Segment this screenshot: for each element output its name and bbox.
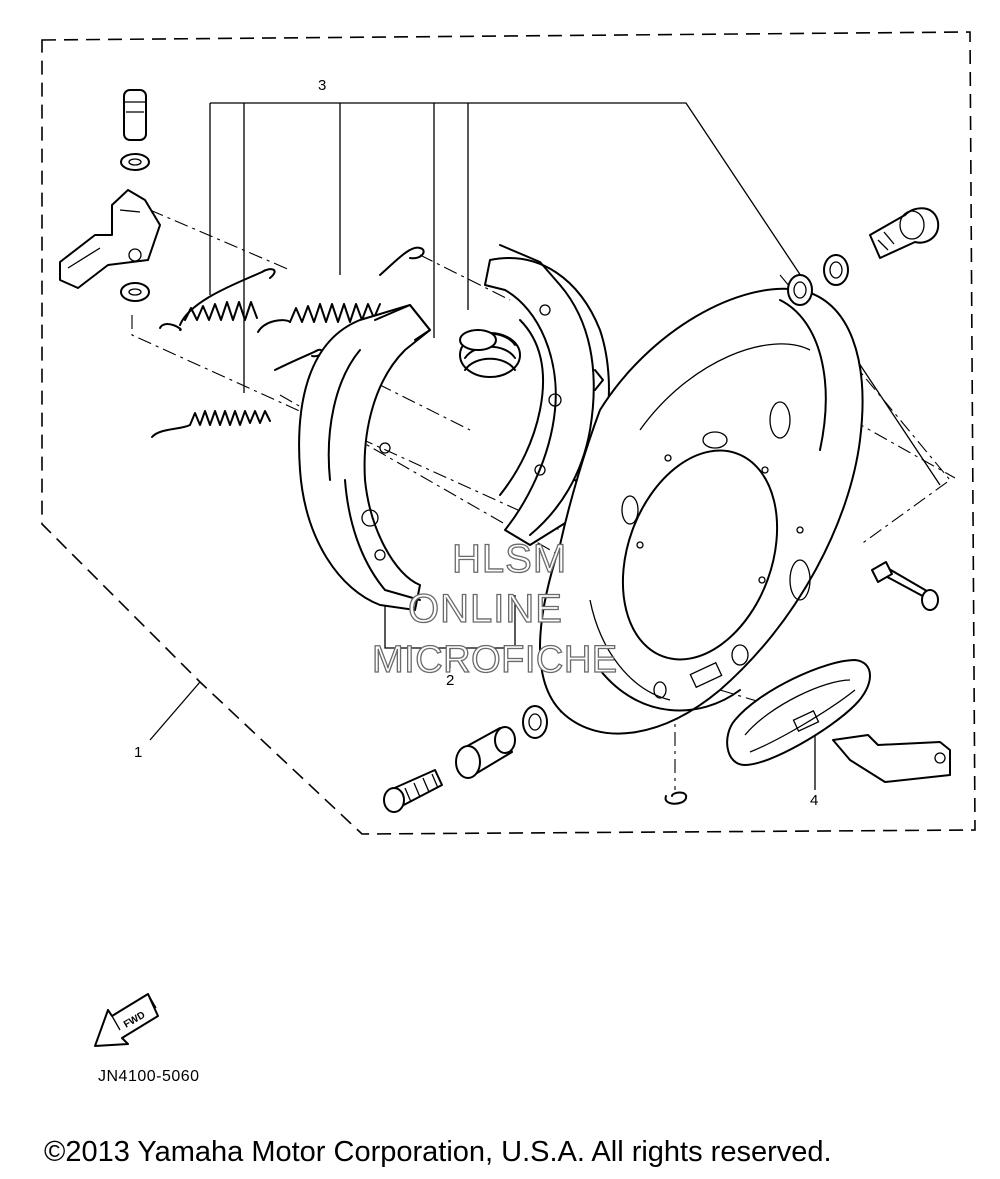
cylinder-seal-2: [787, 274, 813, 306]
callout-4: 4: [810, 792, 818, 809]
anchor-pin: [120, 89, 150, 171]
circlip: [664, 791, 688, 805]
watermark: HLSM ONLINE MICROFICHE: [371, 536, 618, 681]
copyright-notice: ©2013 Yamaha Motor Corporation, U.S.A. A…: [44, 1136, 832, 1168]
callout-2: 2: [446, 672, 454, 689]
brake-backing-plate: [539, 287, 864, 735]
callout-1: 1: [134, 744, 142, 761]
callout-3: 3: [318, 77, 326, 94]
adjuster-washer: [522, 705, 548, 739]
watermark-line-3: MICROFICHE: [372, 639, 618, 681]
return-spring-middle: [257, 246, 425, 333]
diagram-reference-code: JN4100-5060: [98, 1068, 200, 1085]
adjuster-screw: [383, 769, 443, 813]
brake-cable-guide: [726, 659, 871, 766]
plate-bolt: [871, 561, 939, 611]
return-spring-lower: [151, 348, 323, 438]
brake-lever-arm: [832, 734, 951, 783]
watermark-line-2: ONLINE: [408, 587, 563, 631]
watermark-line-1: HLSM: [452, 537, 567, 581]
hold-down-spring: [459, 329, 521, 378]
brake-shoe-left: [298, 304, 431, 611]
return-spring-upper: [159, 268, 276, 331]
adjuster-nut: [455, 726, 516, 779]
fwd-arrow-icon: FWD: [94, 993, 159, 1047]
adjuster-lever: [59, 189, 161, 289]
cylinder-seal-1: [823, 254, 849, 286]
wheel-cylinder-plunger: [869, 207, 940, 259]
washer: [120, 282, 150, 302]
assembly-boundary: [41, 31, 976, 835]
